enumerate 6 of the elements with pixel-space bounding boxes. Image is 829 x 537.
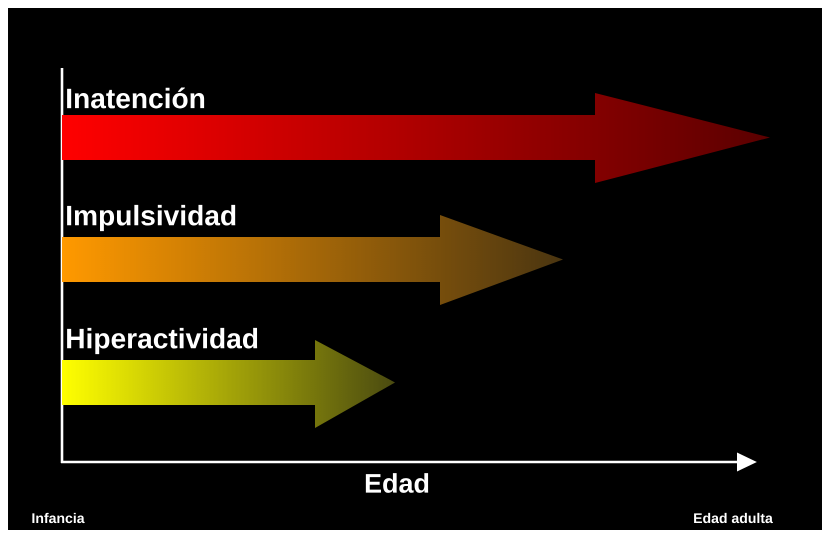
timeline-arrow: Impulsividad [67, 204, 236, 232]
axis-label: Edad adulta [694, 512, 773, 524]
axis-label: Edad [366, 473, 428, 493]
timeline-arrow: Inatención [67, 88, 204, 108]
timeline-arrow: Hiperactividad [67, 328, 258, 354]
axis-label: Infancia [32, 512, 85, 524]
